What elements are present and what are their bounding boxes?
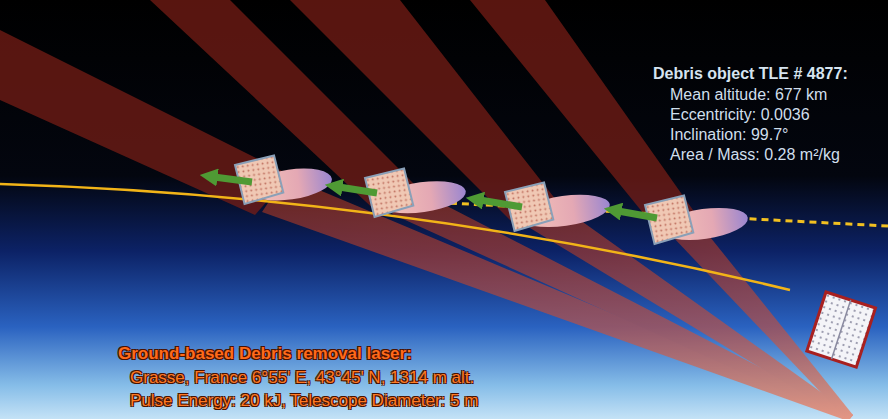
debris-object	[234, 148, 333, 207]
info-text: Inclination: 99.7°	[670, 125, 788, 145]
debris-panel	[807, 292, 876, 367]
original-orbit-line	[390, 200, 888, 226]
momentum-arrow	[339, 187, 377, 193]
debris-object	[644, 187, 749, 246]
laser-heading: Ground-based Debris removal laser:	[118, 344, 412, 364]
panel-seam	[832, 300, 851, 359]
info-heading: Debris object TLE # 4877:	[653, 64, 848, 84]
debris-object	[364, 160, 467, 219]
momentum-arrows	[214, 177, 657, 218]
momentum-arrow	[480, 200, 522, 207]
momentum-arrow	[214, 177, 252, 182]
info-text: Mean altitude: 677 km	[670, 85, 827, 105]
laser-text: Grasse, France 6°55' E, 43°45' N, 1314 m…	[130, 368, 474, 388]
info-text: Eccentricity: 0.0036	[670, 105, 810, 125]
info-text: Area / Mass: 0.28 m²/kg	[670, 145, 840, 165]
laser-text: Pulse Energy: 20 kJ, Telescope Diameter:…	[130, 391, 478, 411]
momentum-arrow	[618, 211, 657, 218]
intact-debris	[807, 292, 876, 367]
